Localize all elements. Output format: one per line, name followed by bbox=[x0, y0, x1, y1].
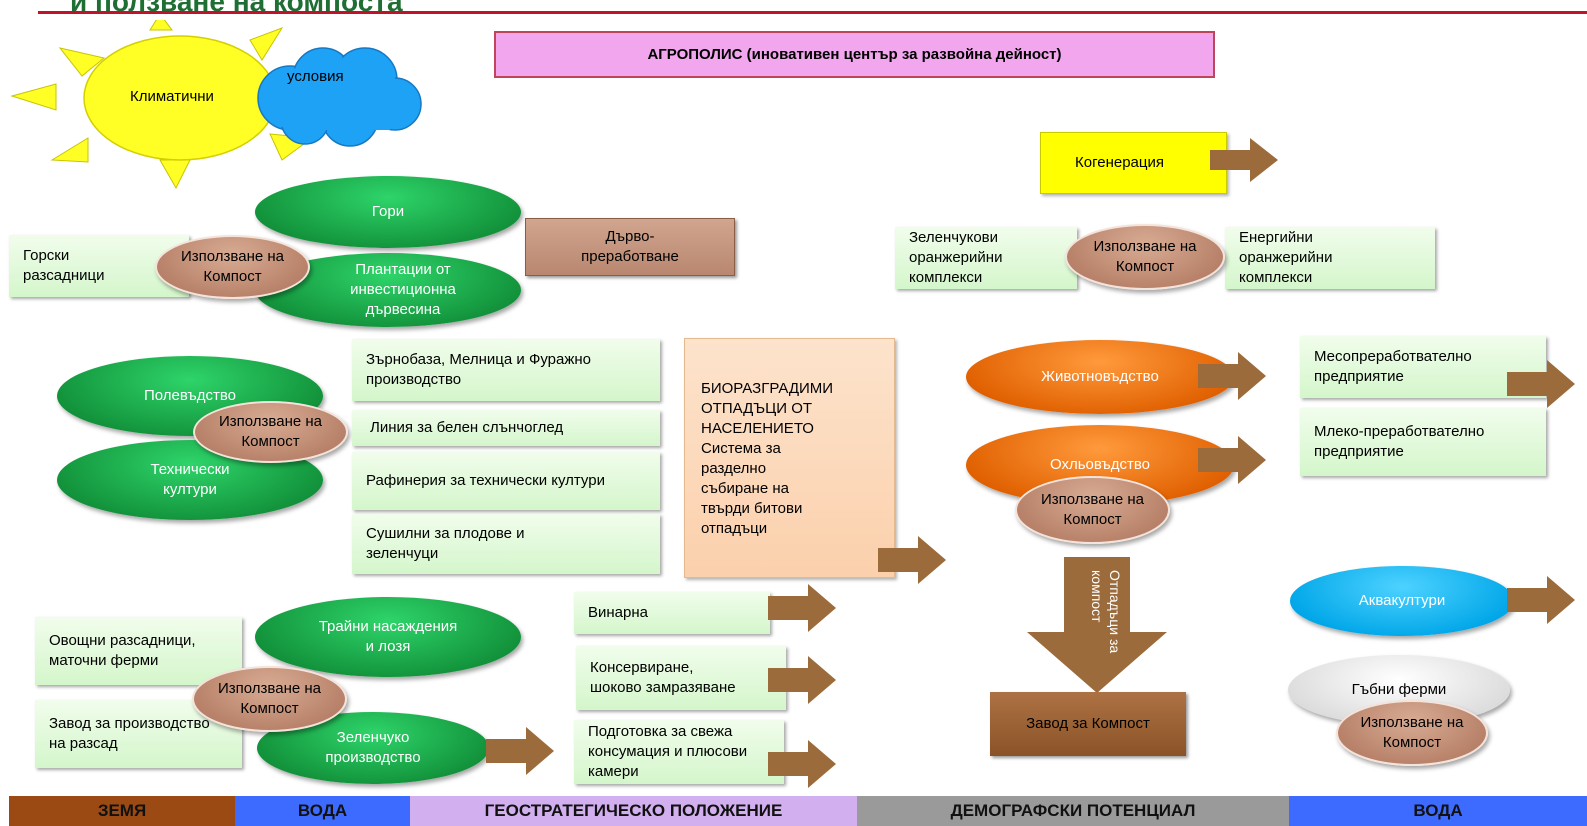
fruit-nurseries-box: Овощни разсадници, маточни ферми bbox=[35, 617, 242, 685]
compost-plant-box: Завод за Компост bbox=[990, 692, 1186, 756]
cloud-icon bbox=[257, 47, 422, 147]
title-divider bbox=[38, 11, 1587, 14]
waste-subtitle: Система за разделно събиране на твърди б… bbox=[701, 440, 803, 537]
arrow-right-icon bbox=[768, 740, 836, 788]
waste-title: БИОРАЗГРАДИМИ ОТПАДЪЦИ ОТ НАСЕЛЕНИЕТО bbox=[701, 380, 834, 437]
waste-arrow-label: Отпадъци за компост bbox=[1089, 570, 1123, 654]
canning-box: Консервиране, шоково замразяване bbox=[576, 646, 786, 710]
arrow-right-icon bbox=[768, 656, 836, 704]
meat-processing-box: Месопреработвателно предприятие bbox=[1300, 336, 1546, 398]
arrow-right-icon bbox=[1198, 436, 1266, 484]
refinery-box: Рафинерия за технически култури bbox=[352, 452, 660, 510]
bottom-bar-land: ЗЕМЯ bbox=[9, 796, 235, 826]
wood-processing-box: Дърво-преработване bbox=[525, 218, 735, 276]
cloud-label: условия bbox=[287, 68, 344, 85]
perennials-compost-ellipse: Използване на Компост bbox=[192, 666, 347, 732]
aqua-compost-ellipse: Използване на Компост bbox=[1336, 700, 1488, 766]
waste-box: БИОРАЗГРАДИМИ ОТПАДЪЦИ ОТ НАСЕЛЕНИЕТО Си… bbox=[684, 338, 895, 578]
dairy-processing-box: Млеко-преработвателно предприятие bbox=[1300, 408, 1546, 476]
sun-label: Климатични bbox=[130, 88, 214, 105]
page-title-fragment: и ползване на компоста bbox=[70, 0, 403, 17]
bottom-bar-water-2: ВОДА bbox=[1289, 796, 1587, 826]
forestry-compost-ellipse: Използване на Компост bbox=[155, 235, 310, 299]
arrow-right-icon bbox=[878, 536, 946, 584]
vegetables-ellipse: Зеленчуко производство bbox=[257, 712, 489, 784]
energy-greenhouses-box: Енергийни оранжерийни комплекси bbox=[1225, 227, 1435, 289]
forests-ellipse: Гори bbox=[255, 176, 521, 248]
arrow-right-icon bbox=[1210, 138, 1278, 182]
sun-icon bbox=[10, 20, 314, 190]
agropolis-box: АГРОПОЛИС (иновативен център за развойна… bbox=[494, 31, 1215, 78]
down-arrow-icon bbox=[1027, 557, 1167, 693]
snail-farming-ellipse: Охльовъдство bbox=[966, 425, 1234, 505]
bottom-bar-water: ВОДА bbox=[235, 796, 410, 826]
arrow-right-icon bbox=[1198, 352, 1266, 400]
orchards-ellipse: Трайни насаждения и лозя bbox=[255, 597, 521, 677]
veg-greenhouses-box: Зеленчукови оранжерийни комплекси bbox=[895, 227, 1077, 289]
field-compost-ellipse: Използване на Компост bbox=[193, 401, 348, 463]
arrow-right-icon bbox=[768, 584, 836, 632]
sunflower-line-box: Линия за белен слънчоглед bbox=[352, 410, 660, 446]
livestock-compost-ellipse: Използване на Компост bbox=[1015, 476, 1170, 544]
bottom-bar-geostrategic: ГЕОСТРАТЕГИЧЕСКО ПОЛОЖЕНИЕ bbox=[410, 796, 857, 826]
cogeneration-box: Когенерация bbox=[1040, 132, 1227, 194]
arrow-right-icon bbox=[1507, 576, 1575, 624]
winery-box: Винарна bbox=[574, 592, 770, 634]
arrow-right-icon bbox=[1507, 360, 1575, 408]
aquaculture-ellipse: Аквакултури bbox=[1290, 566, 1514, 636]
dryers-box: Сушилни за плодове и зеленчуци bbox=[352, 514, 660, 574]
livestock-ellipse: Животновъдство bbox=[966, 340, 1234, 414]
agropolis-label: АГРОПОЛИС (иновативен център за развойна… bbox=[647, 45, 1062, 63]
grain-base-box: Зърнобаза, Мелница и Фуражно производств… bbox=[352, 339, 660, 401]
energy-compost-ellipse: Използване на Компост bbox=[1065, 224, 1225, 290]
bottom-bar-demographic: ДЕМОГРАФСКИ ПОТЕНЦИАЛ bbox=[857, 796, 1289, 826]
fresh-consumption-box: Подготовка за свежа консумация и плюсови… bbox=[574, 720, 784, 784]
arrow-right-icon bbox=[486, 727, 554, 775]
